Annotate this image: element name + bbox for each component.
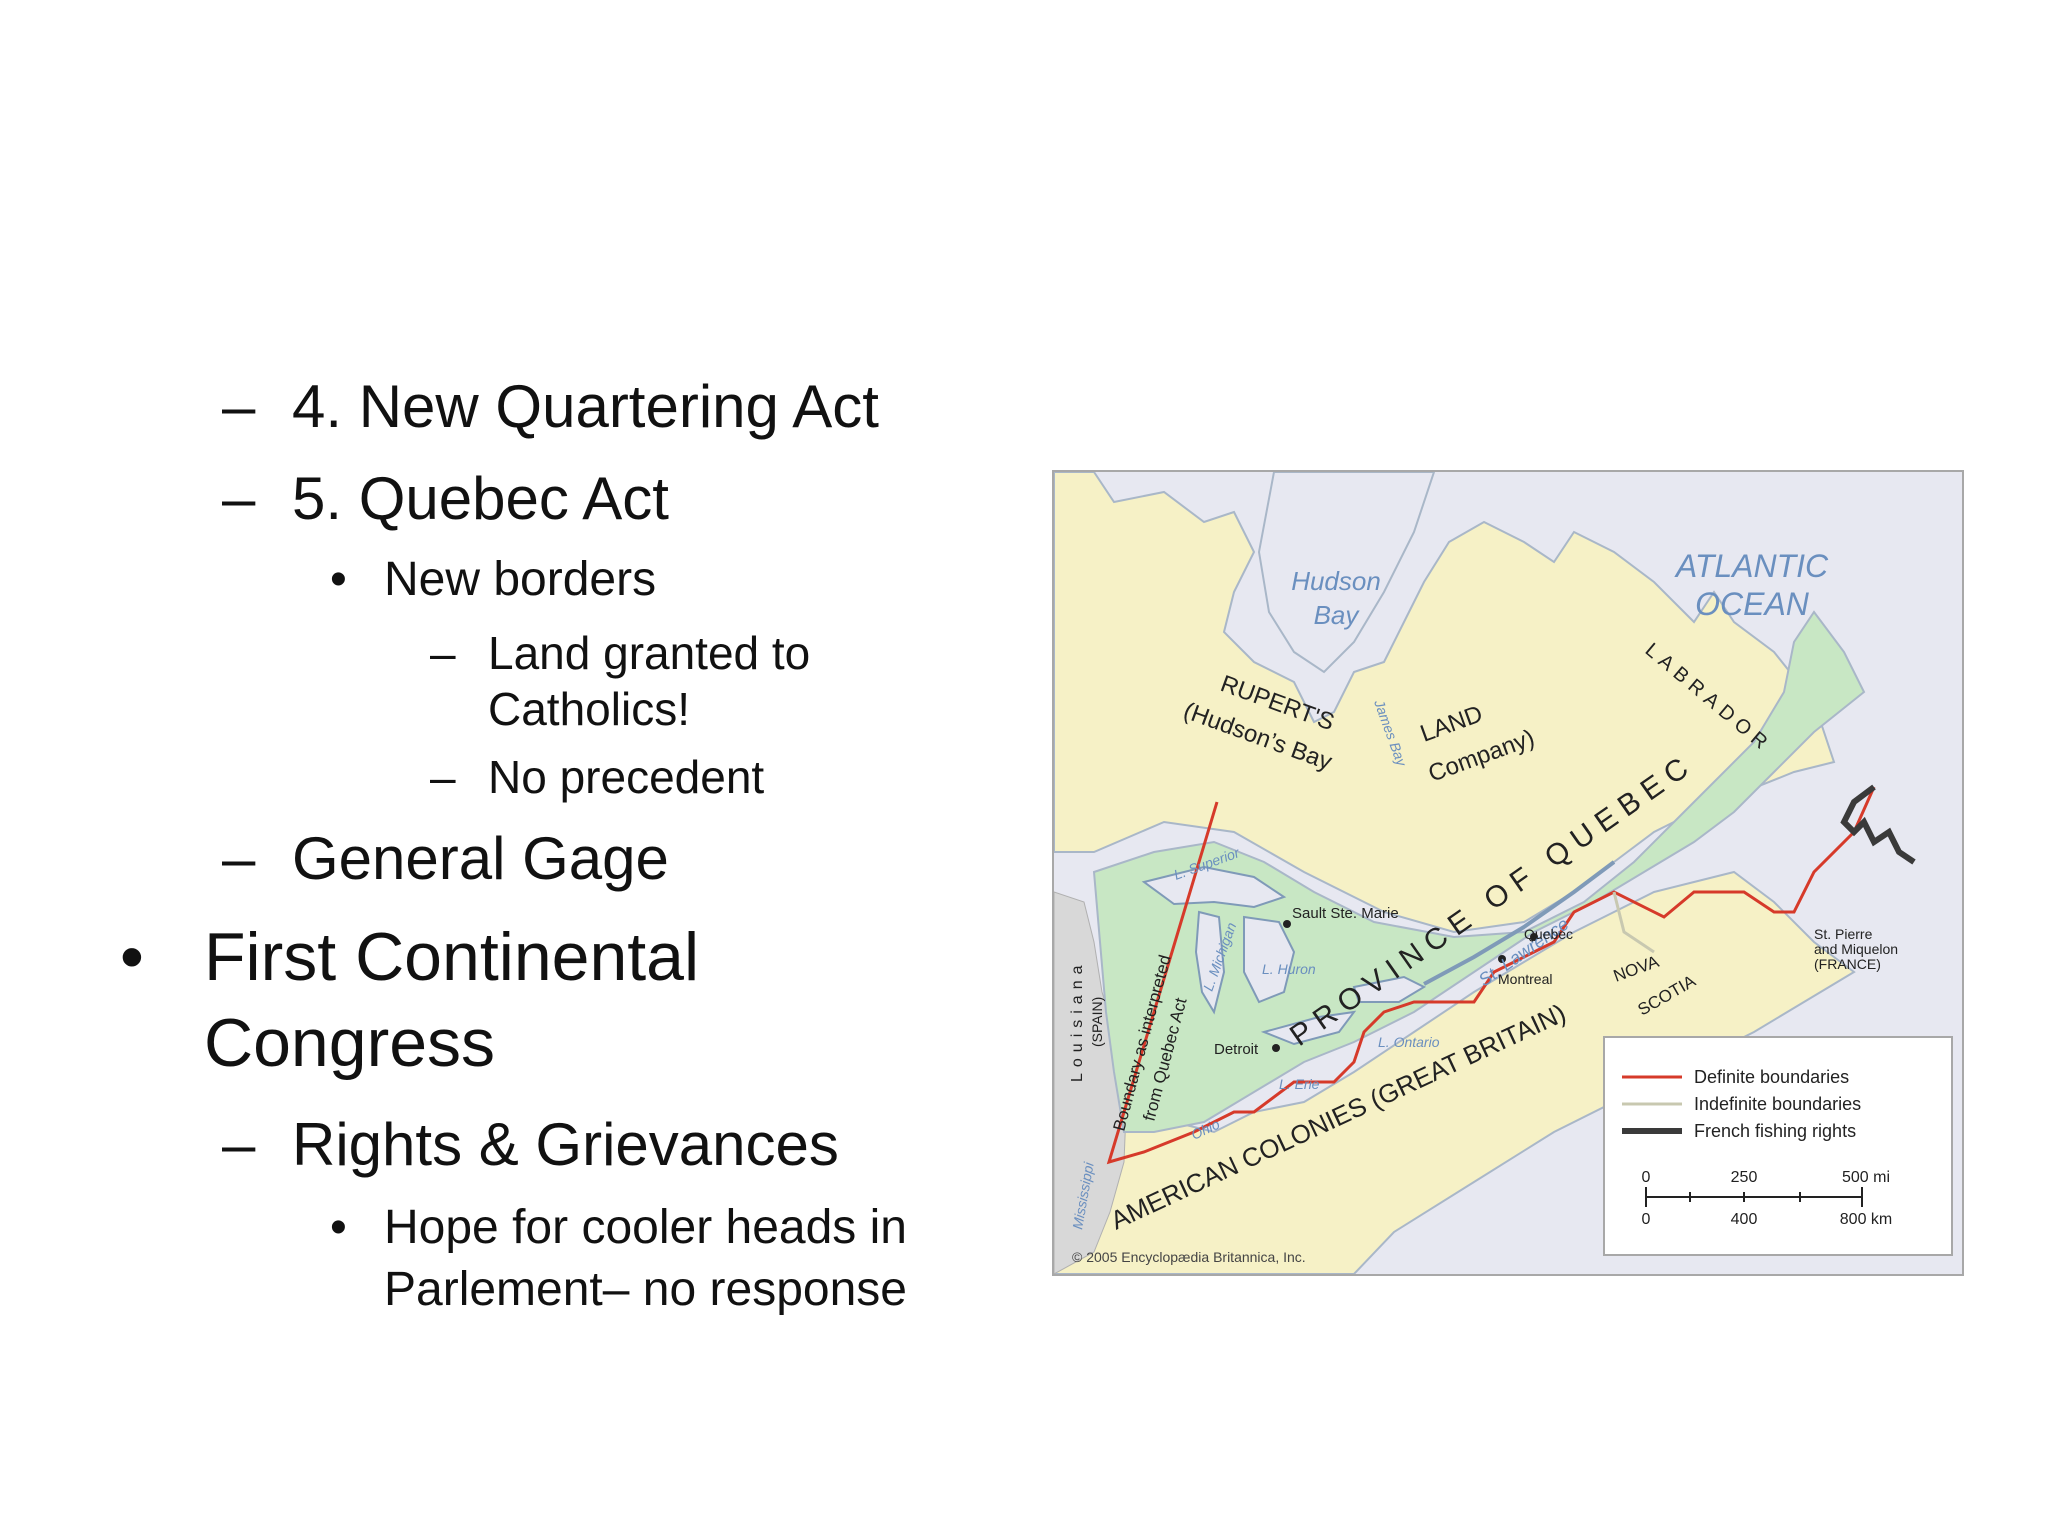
detroit-label: Detroit <box>1214 1041 1259 1058</box>
dash-marker: – <box>430 627 456 679</box>
bullet-text: New borders <box>384 553 657 606</box>
scale-mi-250: 250 <box>1731 1169 1758 1186</box>
atlantic-ocean-label-2: OCEAN <box>1695 586 1810 622</box>
map-legend: Definite boundaries Indefinite boundarie… <box>1603 1036 1953 1256</box>
bullet-text: 5. Quebec Act <box>292 465 669 532</box>
french-fishing-rights <box>1840 784 1916 865</box>
ruperts-land <box>1054 472 1836 934</box>
american-colonies-land <box>1054 870 1856 1274</box>
legend-indefinite-label: Indefinite boundaries <box>1694 1094 1861 1114</box>
bullet-text: 4. New Quartering Act <box>292 373 879 440</box>
lake-huron <box>1243 915 1296 1004</box>
quebec-city-label: Quebec <box>1524 926 1573 942</box>
province-of-quebec <box>1092 610 1866 1133</box>
scale-km-400: 400 <box>1731 1211 1758 1228</box>
st-pierre-label-3: (FRANCE) <box>1814 956 1881 972</box>
bullet-text: Rights & Grievances <box>292 1111 839 1178</box>
lake-ontario <box>1352 975 1427 1003</box>
copyright-label: © 2005 Encyclopædia Britannica, Inc. <box>1072 1249 1306 1265</box>
bullet-text: General Gage <box>292 825 669 892</box>
st-lawrence-river <box>1423 860 1616 986</box>
lake-superior <box>1141 865 1287 909</box>
lake-ontario-label: L. Ontario <box>1378 1034 1440 1050</box>
sault-ste-marie-label: Sault Ste. Marie <box>1292 905 1399 922</box>
scale-mi-0: 0 <box>1642 1169 1651 1186</box>
st-pierre-label-1: St. Pierre <box>1814 926 1873 942</box>
legend-definite-label: Definite boundaries <box>1694 1067 1849 1087</box>
quebec-dot <box>1530 933 1538 941</box>
definite-boundary <box>1106 786 1876 1165</box>
bullet-text-line1: First Continental <box>204 919 700 995</box>
lake-huron-label: L. Huron <box>1262 961 1316 977</box>
montreal-label: Montreal <box>1498 971 1552 987</box>
hudson-bay-label-1: Hudson <box>1291 566 1381 596</box>
bullet-marker: • <box>120 919 144 995</box>
bullet-text-line1: Land granted to <box>488 627 811 679</box>
map-svg: ATLANTIC OCEAN Hudson Bay James Bay RUPE… <box>1054 472 1962 1274</box>
bullet-marker: • <box>330 1201 347 1254</box>
legend-fishing-label: French fishing rights <box>1694 1121 1856 1141</box>
bullet-marker: • <box>330 553 347 606</box>
indefinite-boundary <box>1612 891 1655 954</box>
detroit-dot <box>1272 1044 1280 1052</box>
hudson-bay-label-2: Bay <box>1314 600 1361 630</box>
dash-marker: – <box>222 1111 256 1178</box>
dash-marker: – <box>222 373 256 440</box>
lake-erie <box>1260 1010 1357 1046</box>
spain-label: (SPAIN) <box>1089 997 1105 1047</box>
louisiana-label: Louisiana <box>1069 960 1086 1083</box>
st-pierre-label-2: and Miquelon <box>1814 941 1898 957</box>
atlantic-ocean-label-1: ATLANTIC <box>1674 548 1829 584</box>
quebec-act-map: ATLANTIC OCEAN Hudson Bay James Bay RUPE… <box>1052 470 1964 1276</box>
bullet-text-line2: Catholics! <box>488 683 690 735</box>
scale-km-800: 800 km <box>1840 1211 1892 1228</box>
bullet-text-line2: Parlement– no response <box>384 1263 907 1316</box>
hudson-bay <box>1257 472 1436 674</box>
dash-marker: – <box>430 751 456 803</box>
bullet-text-line1: Hope for cooler heads in <box>384 1201 907 1254</box>
dash-marker: – <box>222 465 256 532</box>
lake-erie-label: L. Erie <box>1279 1076 1320 1092</box>
legend-box <box>1603 1036 1953 1256</box>
bullet-text: No precedent <box>488 751 765 803</box>
dash-marker: – <box>222 825 256 892</box>
montreal-dot <box>1498 955 1506 963</box>
scale-km-0: 0 <box>1642 1211 1651 1228</box>
scale-mi-500: 500 mi <box>1842 1169 1890 1186</box>
lake-michigan <box>1194 910 1226 1015</box>
sault-ste-marie-dot <box>1283 920 1291 928</box>
bullet-text-line2: Congress <box>204 1005 496 1081</box>
